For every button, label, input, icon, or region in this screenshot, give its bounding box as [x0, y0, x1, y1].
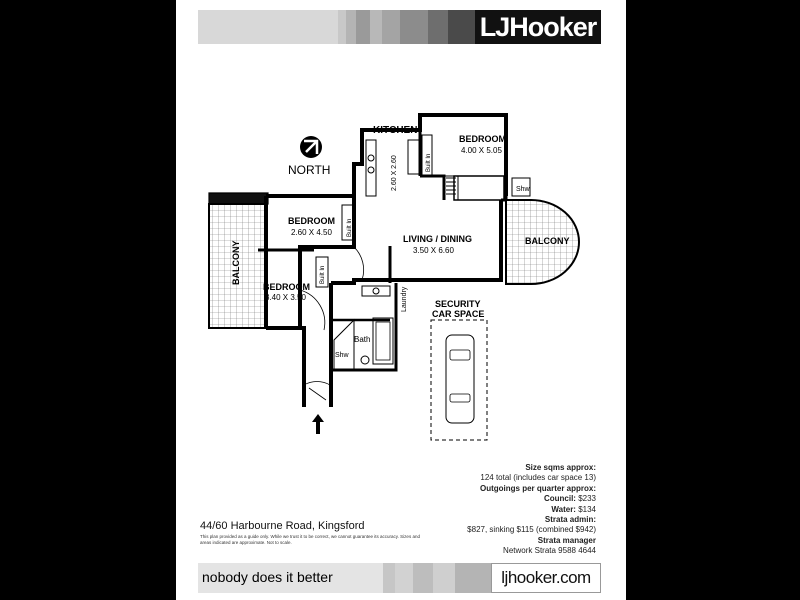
- strata-admin-label: Strata admin:: [544, 515, 596, 525]
- north-label: NORTH: [288, 163, 330, 177]
- header-banner: LJHooker: [198, 10, 601, 44]
- laundry-label: Laundry: [401, 286, 408, 312]
- built-in-label-mid: Built In: [347, 219, 353, 237]
- council-label: Council:: [543, 494, 576, 504]
- size-value: 124 total (includes car space 13): [480, 473, 596, 483]
- shower-bath-label: Shw: [335, 352, 350, 359]
- strata-manager-value: Network Strata 9588 4644: [503, 546, 596, 556]
- balcony-right-label: BALCONY: [525, 236, 570, 246]
- car-space: [430, 319, 488, 441]
- strata-admin-value: $827, sinking $115 (combined $942): [467, 525, 596, 535]
- kitchen-label: KITCHEN: [373, 125, 417, 136]
- living-dims: 3.50 X 6.60: [413, 246, 454, 255]
- bedroom-low-dims: 3.40 X 3.50: [265, 293, 306, 302]
- right-balcony: [505, 199, 580, 285]
- slogan: nobody does it better: [202, 569, 333, 585]
- car-space-label-1: SECURITY: [435, 299, 481, 309]
- disclaimer: This plan provided as a guide only. Whil…: [200, 534, 420, 545]
- bedroom-mid-dims: 2.60 X 4.50: [291, 228, 332, 237]
- balcony-left-label: BALCONY: [231, 241, 241, 286]
- bedroom-top-dims: 4.00 X 5.05: [461, 146, 502, 155]
- bedroom-low-label: BEDROOM: [263, 282, 310, 292]
- kitchen-dims: 2.60 X 2.60: [391, 155, 398, 191]
- left-balcony: [208, 203, 267, 329]
- bedroom-mid-label: BEDROOM: [288, 216, 335, 226]
- entry-arrow-icon: [312, 414, 324, 434]
- property-address: 44/60 Harbourne Road, Kingsford: [200, 520, 365, 532]
- outgoings-label: Outgoings per quarter approx:: [479, 483, 596, 493]
- footer-banner: nobody does it better ljhooker.com: [198, 563, 601, 593]
- bedroom-top-label: BEDROOM: [459, 134, 506, 144]
- property-specs: Size sqms approx: 124 total (includes ca…: [467, 463, 596, 557]
- website-link[interactable]: ljhooker.com: [491, 563, 601, 593]
- lj-hooker-logo: LJHooker: [475, 10, 601, 44]
- living-label: LIVING / DINING: [403, 234, 472, 244]
- water-label: Water:: [551, 504, 576, 514]
- north-arrow-icon: [300, 136, 322, 158]
- council-value: $233: [578, 494, 596, 504]
- car-space-label-2: CAR SPACE: [432, 309, 484, 319]
- built-in-label-low: Built In: [320, 266, 326, 284]
- shower-ensuite-label: Shw: [516, 186, 531, 193]
- strata-manager-label: Strata manager: [537, 535, 596, 545]
- water-value: $134: [578, 504, 596, 514]
- floor-plan: NORTH KITCHEN 2.60 X 2.60 BEDROOM 4.00 X…: [208, 113, 580, 441]
- brochure-page: LJHooker: [176, 0, 626, 600]
- size-label: Size sqms approx:: [525, 463, 596, 472]
- bath-label: Bath: [354, 335, 370, 344]
- built-in-label-top: Built In: [426, 154, 432, 172]
